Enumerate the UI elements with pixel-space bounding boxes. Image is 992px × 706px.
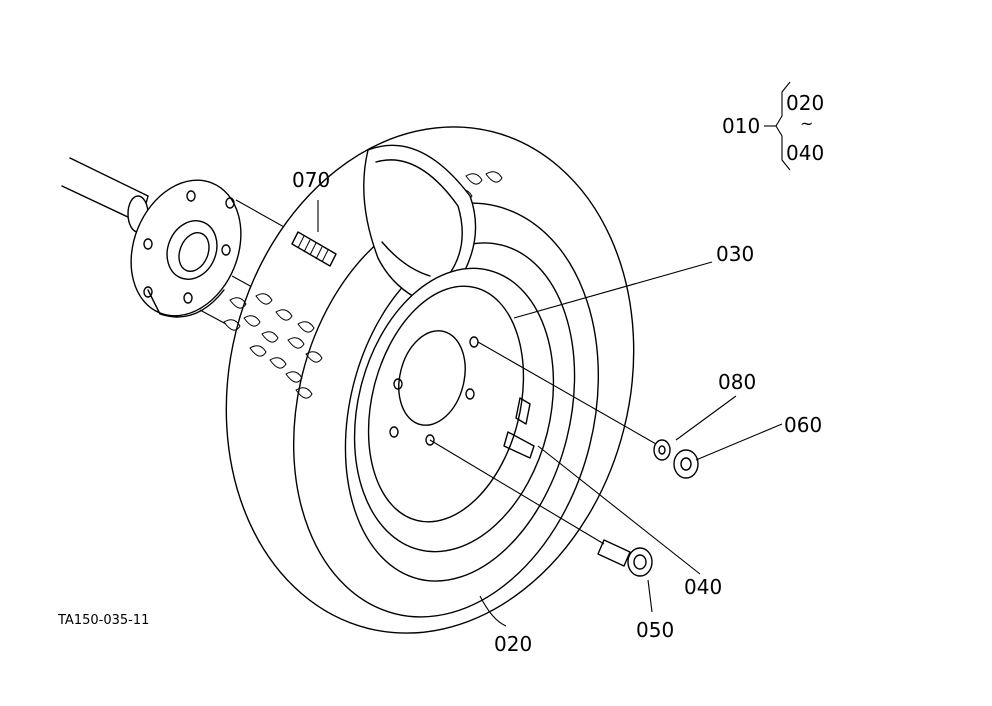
- label-040: 040: [684, 575, 723, 599]
- range-mark: ~: [800, 114, 814, 133]
- label-050: 050: [636, 618, 675, 642]
- washer-080: [653, 439, 671, 461]
- wheel-rim: [353, 267, 555, 553]
- bolt-050: [597, 539, 653, 577]
- hub-flange: [130, 179, 242, 318]
- label-070: 070: [292, 168, 331, 192]
- diagram-reference: TA150-035-11: [58, 613, 150, 628]
- label-range-from: 020: [786, 91, 825, 115]
- nut-060: [673, 449, 699, 479]
- axle-shaft: [61, 157, 149, 235]
- label-range-to: 040: [786, 141, 825, 165]
- label-080: 080: [718, 370, 757, 394]
- assembly-bracket: [764, 81, 791, 171]
- label-020: 020: [494, 632, 533, 656]
- label-010: 010: [722, 114, 761, 138]
- label-030: 030: [716, 242, 755, 266]
- label-060: 060: [784, 413, 823, 437]
- stud-bolt-070: [291, 231, 337, 267]
